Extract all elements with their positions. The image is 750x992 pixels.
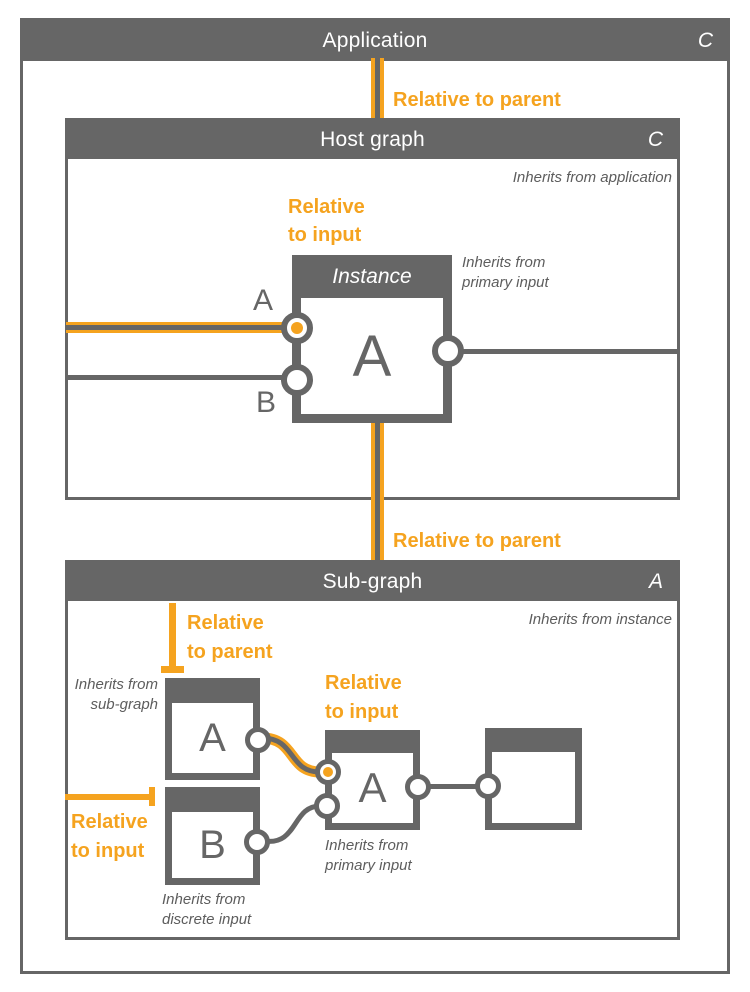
- sub-node-b-header: [165, 787, 260, 812]
- instance-node: Instance A: [292, 255, 452, 423]
- connector-host-to-sub: [371, 420, 384, 562]
- sub-node-mid-input-port-secondary: [314, 793, 340, 819]
- instance-node-letter: A: [352, 323, 392, 389]
- relative-to-parent-label-sub: Relative to parent: [187, 612, 273, 663]
- sub-node-b-output-port: [244, 829, 270, 855]
- sub-node-right-header: [485, 728, 582, 752]
- pointer-relative-to-parent-line: [169, 603, 176, 668]
- primary-input-dot: [291, 322, 303, 334]
- inherits-from-primary-input-note-host: Inherits from primary input: [462, 254, 549, 291]
- instance-input-port-b: [281, 364, 313, 396]
- sub-node-mid-input-port-primary: [315, 759, 341, 785]
- sub-node-b: B: [165, 787, 260, 885]
- relative-to-input-label-host: Relative to input: [288, 196, 365, 246]
- wire-input-b: [66, 375, 286, 380]
- pointer-relative-to-input-line: [65, 794, 151, 800]
- input-b-letter: B: [256, 386, 277, 419]
- relative-to-input-label-left: Relative to input: [71, 811, 148, 862]
- sub-graph-header: Sub-graph A: [68, 563, 677, 601]
- primary-input-dot-sub: [323, 767, 333, 777]
- sub-graph-title: Sub-graph: [322, 570, 423, 593]
- relative-to-input-label-mid: Relative to input: [325, 672, 402, 723]
- sub-node-a-header: [165, 678, 260, 703]
- connector-app-to-host: [371, 58, 384, 118]
- sub-node-right: [485, 728, 582, 830]
- host-graph-header: Host graph C: [68, 121, 677, 159]
- application-title: Application: [322, 29, 428, 52]
- wire-primary-input-a: [66, 322, 284, 333]
- wire-mid-to-right: [420, 784, 482, 789]
- sub-node-a: A: [165, 678, 260, 780]
- inherits-from-instance-note: Inherits from instance: [528, 611, 672, 628]
- sub-node-mid: A: [325, 730, 420, 830]
- host-graph-context-letter: C: [647, 128, 663, 151]
- host-graph-title: Host graph: [320, 128, 425, 151]
- relative-to-parent-label-bottom: Relative to parent: [393, 530, 561, 552]
- instance-node-header: Instance: [292, 255, 452, 298]
- sub-node-a-letter: A: [199, 715, 226, 760]
- sub-node-b-letter: B: [199, 822, 226, 867]
- inherits-from-primary-input-note-sub: Inherits from primary input: [325, 837, 412, 874]
- sub-node-right-input-port: [475, 773, 501, 799]
- sub-node-right-body: [492, 752, 575, 823]
- sub-graph-context-letter: A: [648, 570, 663, 593]
- sub-node-b-body: B: [172, 812, 253, 878]
- instance-input-port-a: [281, 312, 313, 344]
- sub-node-mid-output-port: [405, 774, 431, 800]
- sub-node-mid-body: A: [332, 753, 413, 823]
- application-header: Application C: [23, 21, 727, 61]
- sub-node-a-output-port: [245, 727, 271, 753]
- inherits-from-application-note: Inherits from application: [512, 169, 672, 186]
- instance-output-port: [432, 335, 464, 367]
- instance-node-title: Instance: [332, 264, 412, 288]
- input-a-letter: A: [253, 284, 274, 317]
- instance-node-body: A: [301, 298, 443, 414]
- wire-output: [460, 349, 678, 354]
- inherits-from-discrete-input-note: Inherits from discrete input: [162, 891, 252, 928]
- application-context-letter: C: [697, 29, 713, 52]
- sub-node-mid-letter: A: [358, 764, 387, 811]
- sub-node-a-body: A: [172, 703, 253, 773]
- inherits-from-sub-graph-note: Inherits from sub-graph: [74, 676, 158, 713]
- sub-node-mid-header: [325, 730, 420, 753]
- relative-to-parent-label-top: Relative to parent: [393, 89, 561, 111]
- pointer-relative-to-parent-cap: [161, 666, 184, 673]
- pointer-relative-to-input-cap: [149, 787, 155, 806]
